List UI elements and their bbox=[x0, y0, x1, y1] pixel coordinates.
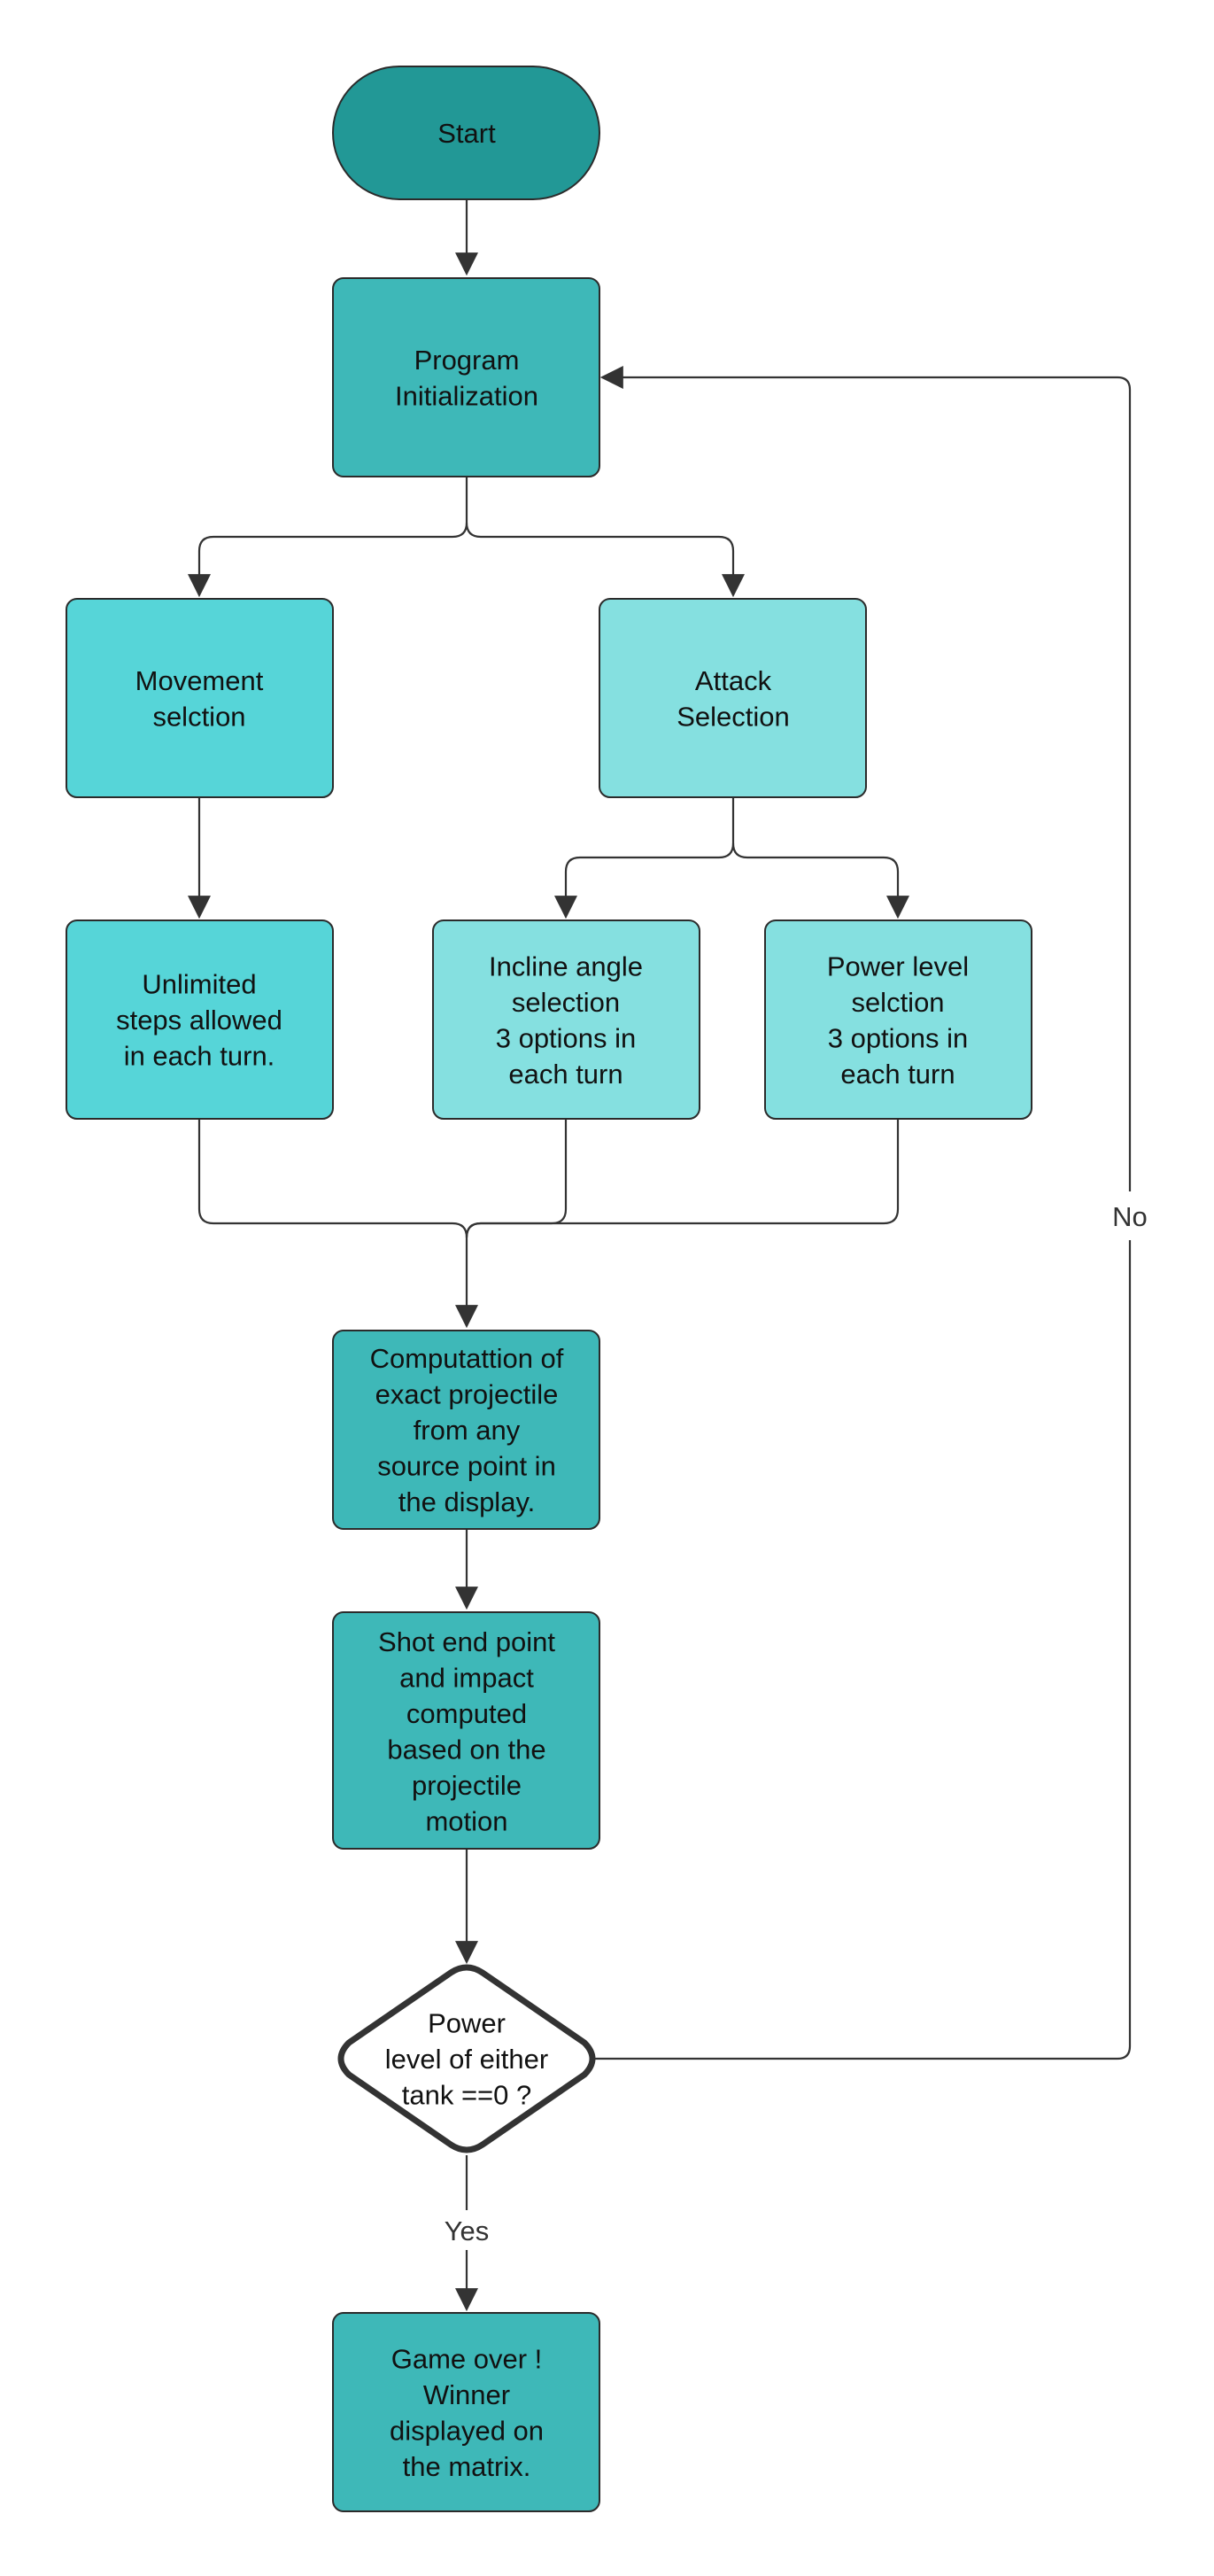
edge-init-to-attack bbox=[465, 522, 745, 598]
attack-label-line: Selection bbox=[677, 701, 790, 732]
compute-label-line: the display. bbox=[398, 1486, 536, 1517]
shot-label-line: and impact bbox=[399, 1662, 534, 1693]
incline-node: Incline angle selection 3 options in each t… bbox=[432, 919, 700, 1120]
compute-label-line: from any bbox=[414, 1415, 521, 1446]
start-shape bbox=[332, 66, 600, 200]
compute-shape bbox=[332, 1330, 600, 1530]
edge-steps-to-merge bbox=[197, 1119, 468, 1238]
edge-init-to-movement bbox=[188, 477, 468, 598]
init-shape bbox=[332, 277, 600, 477]
compute-node: Computattion of exact projectile from any s… bbox=[332, 1330, 600, 1530]
edge-label-no: No bbox=[1112, 1201, 1148, 1232]
steps-label-line: steps allowed bbox=[116, 1005, 282, 1036]
incline-label: Incline angle selection 3 options in each t… bbox=[489, 950, 643, 1090]
steps-node: Unlimited steps allowed in each turn. bbox=[66, 919, 334, 1120]
decision-label: Power level of either tank ==0 ? bbox=[385, 2008, 548, 2111]
edge-decision-no-loop-top bbox=[599, 366, 1132, 1191]
shot-label-line: based on the bbox=[387, 1734, 545, 1765]
gameover-label-line: the matrix. bbox=[403, 2451, 531, 2482]
compute-label-line: Computattion of bbox=[370, 1343, 564, 1374]
decision-label-line: Power bbox=[428, 2008, 506, 2039]
decision-shape bbox=[337, 1964, 596, 2153]
attack-label-line: Attack bbox=[695, 665, 772, 696]
gameover-label-line: Winner bbox=[423, 2379, 510, 2410]
steps-label: Unlimited steps allowed in each turn. bbox=[116, 969, 282, 1072]
init-label-line: Program bbox=[414, 345, 520, 376]
init-label-line: Initialization bbox=[395, 380, 538, 411]
shot-label-line: motion bbox=[425, 1805, 507, 1836]
compute-label-line: source point in bbox=[377, 1451, 556, 1482]
power-label-line: selction bbox=[851, 987, 944, 1018]
shot-node: Shot end point and impact computed based on… bbox=[332, 1611, 600, 1850]
steps-shape bbox=[66, 919, 334, 1120]
shot-shape bbox=[332, 1611, 600, 1850]
shot-label-line: computed bbox=[406, 1698, 527, 1729]
incline-shape bbox=[432, 919, 700, 1120]
power-label-line: each turn bbox=[840, 1059, 955, 1090]
shot-label: Shot end point and impact computed based on… bbox=[378, 1626, 555, 1837]
steps-label-line: Unlimited bbox=[142, 969, 256, 1000]
movement-label: Movement selction bbox=[135, 665, 264, 733]
incline-label-line: Incline angle bbox=[489, 950, 643, 982]
movement-label-line: selction bbox=[152, 701, 245, 732]
edge-attack-to-power bbox=[731, 842, 909, 919]
incline-label-line: 3 options in bbox=[496, 1022, 637, 1053]
attack-shape bbox=[599, 598, 867, 798]
movement-label-line: Movement bbox=[135, 665, 264, 696]
power-shape bbox=[764, 919, 1032, 1120]
edge-attack-to-incline bbox=[554, 797, 735, 919]
start-node: Start bbox=[332, 66, 600, 200]
gameover-label-line: Game over ! bbox=[391, 2343, 543, 2374]
gameover-node: Game over ! Winner displayed on the matrix. bbox=[332, 2312, 600, 2512]
compute-label: Computattion of exact projectile from any s… bbox=[370, 1343, 564, 1517]
gameover-label: Game over ! Winner displayed on the matrix. bbox=[390, 2343, 544, 2482]
power-label-line: 3 options in bbox=[828, 1022, 969, 1053]
gameover-label-line: displayed on bbox=[390, 2415, 544, 2446]
power-label-line: Power level bbox=[827, 950, 969, 982]
incline-label-line: selection bbox=[512, 987, 620, 1018]
compute-label-line: exact projectile bbox=[375, 1379, 559, 1410]
start-label-line: Start bbox=[437, 118, 496, 149]
edges bbox=[188, 199, 1132, 2312]
edge-label-yes: Yes bbox=[445, 2215, 490, 2246]
decision-label-line: tank ==0 ? bbox=[402, 2080, 532, 2111]
edge-decision-no-loop-bottom bbox=[595, 1240, 1132, 2060]
shot-label-line: projectile bbox=[412, 1770, 522, 1801]
movement-shape bbox=[66, 598, 334, 798]
incline-label-line: each turn bbox=[508, 1059, 622, 1090]
movement-node: Movement selction bbox=[66, 598, 334, 798]
decision-node: Power level of either tank ==0 ? bbox=[337, 1964, 596, 2153]
start-label: Start bbox=[437, 118, 496, 149]
shot-label-line: Shot end point bbox=[378, 1626, 555, 1657]
gameover-shape bbox=[332, 2312, 600, 2512]
power-label: Power level selction 3 options in each turn bbox=[827, 950, 969, 1090]
steps-label-line: in each turn. bbox=[124, 1041, 275, 1072]
power-node: Power level selction 3 options in each turn bbox=[764, 919, 1032, 1120]
edge-incline-to-merge bbox=[465, 1119, 568, 1238]
decision-label-line: level of either bbox=[385, 2044, 548, 2075]
edge-power-to-merge bbox=[465, 1119, 900, 1238]
